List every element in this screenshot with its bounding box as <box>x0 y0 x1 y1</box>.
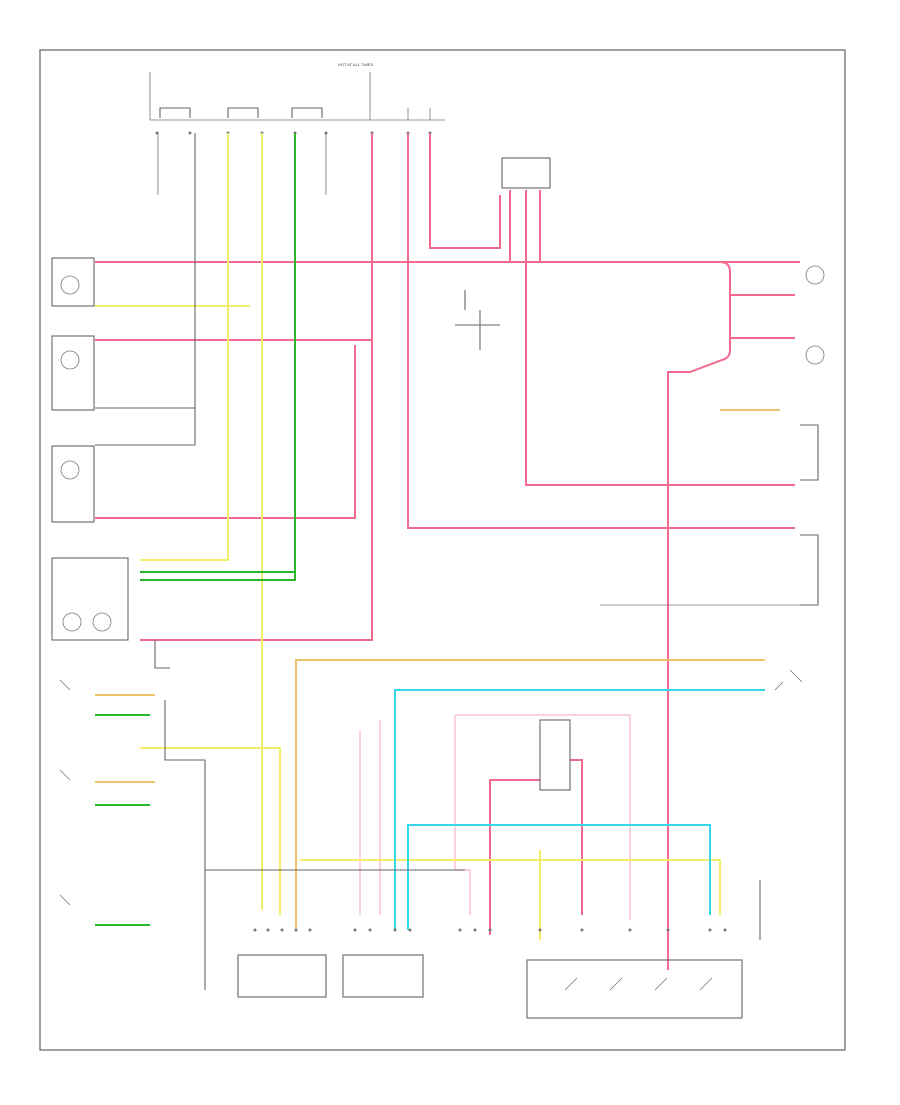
cyan-circuit <box>394 689 765 930</box>
green-circuit <box>95 133 296 926</box>
diagram-frame <box>39 49 846 1051</box>
relay-module <box>539 719 571 791</box>
light-pink-circuit <box>359 714 631 920</box>
right-components <box>774 265 825 691</box>
fuse-block <box>149 72 445 135</box>
ground-lines <box>95 133 800 990</box>
orange-circuit <box>95 409 780 930</box>
yellow-circuit <box>95 133 721 940</box>
relay-box <box>501 157 551 189</box>
diagram-title: HOT AT ALL TIMES <box>338 62 373 67</box>
bottom-connectors <box>237 928 743 1019</box>
pink-circuit <box>95 133 800 970</box>
left-components <box>51 257 129 906</box>
